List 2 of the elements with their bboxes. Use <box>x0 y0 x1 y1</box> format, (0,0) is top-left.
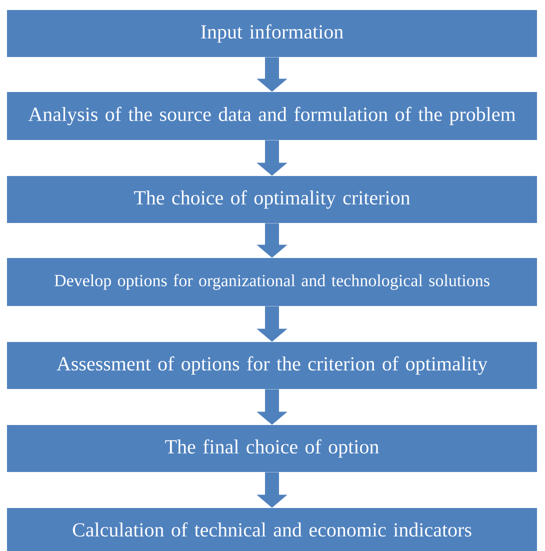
process-box: Input information <box>7 10 537 57</box>
process-box: Calculation of technical and economic indicators <box>7 508 537 551</box>
